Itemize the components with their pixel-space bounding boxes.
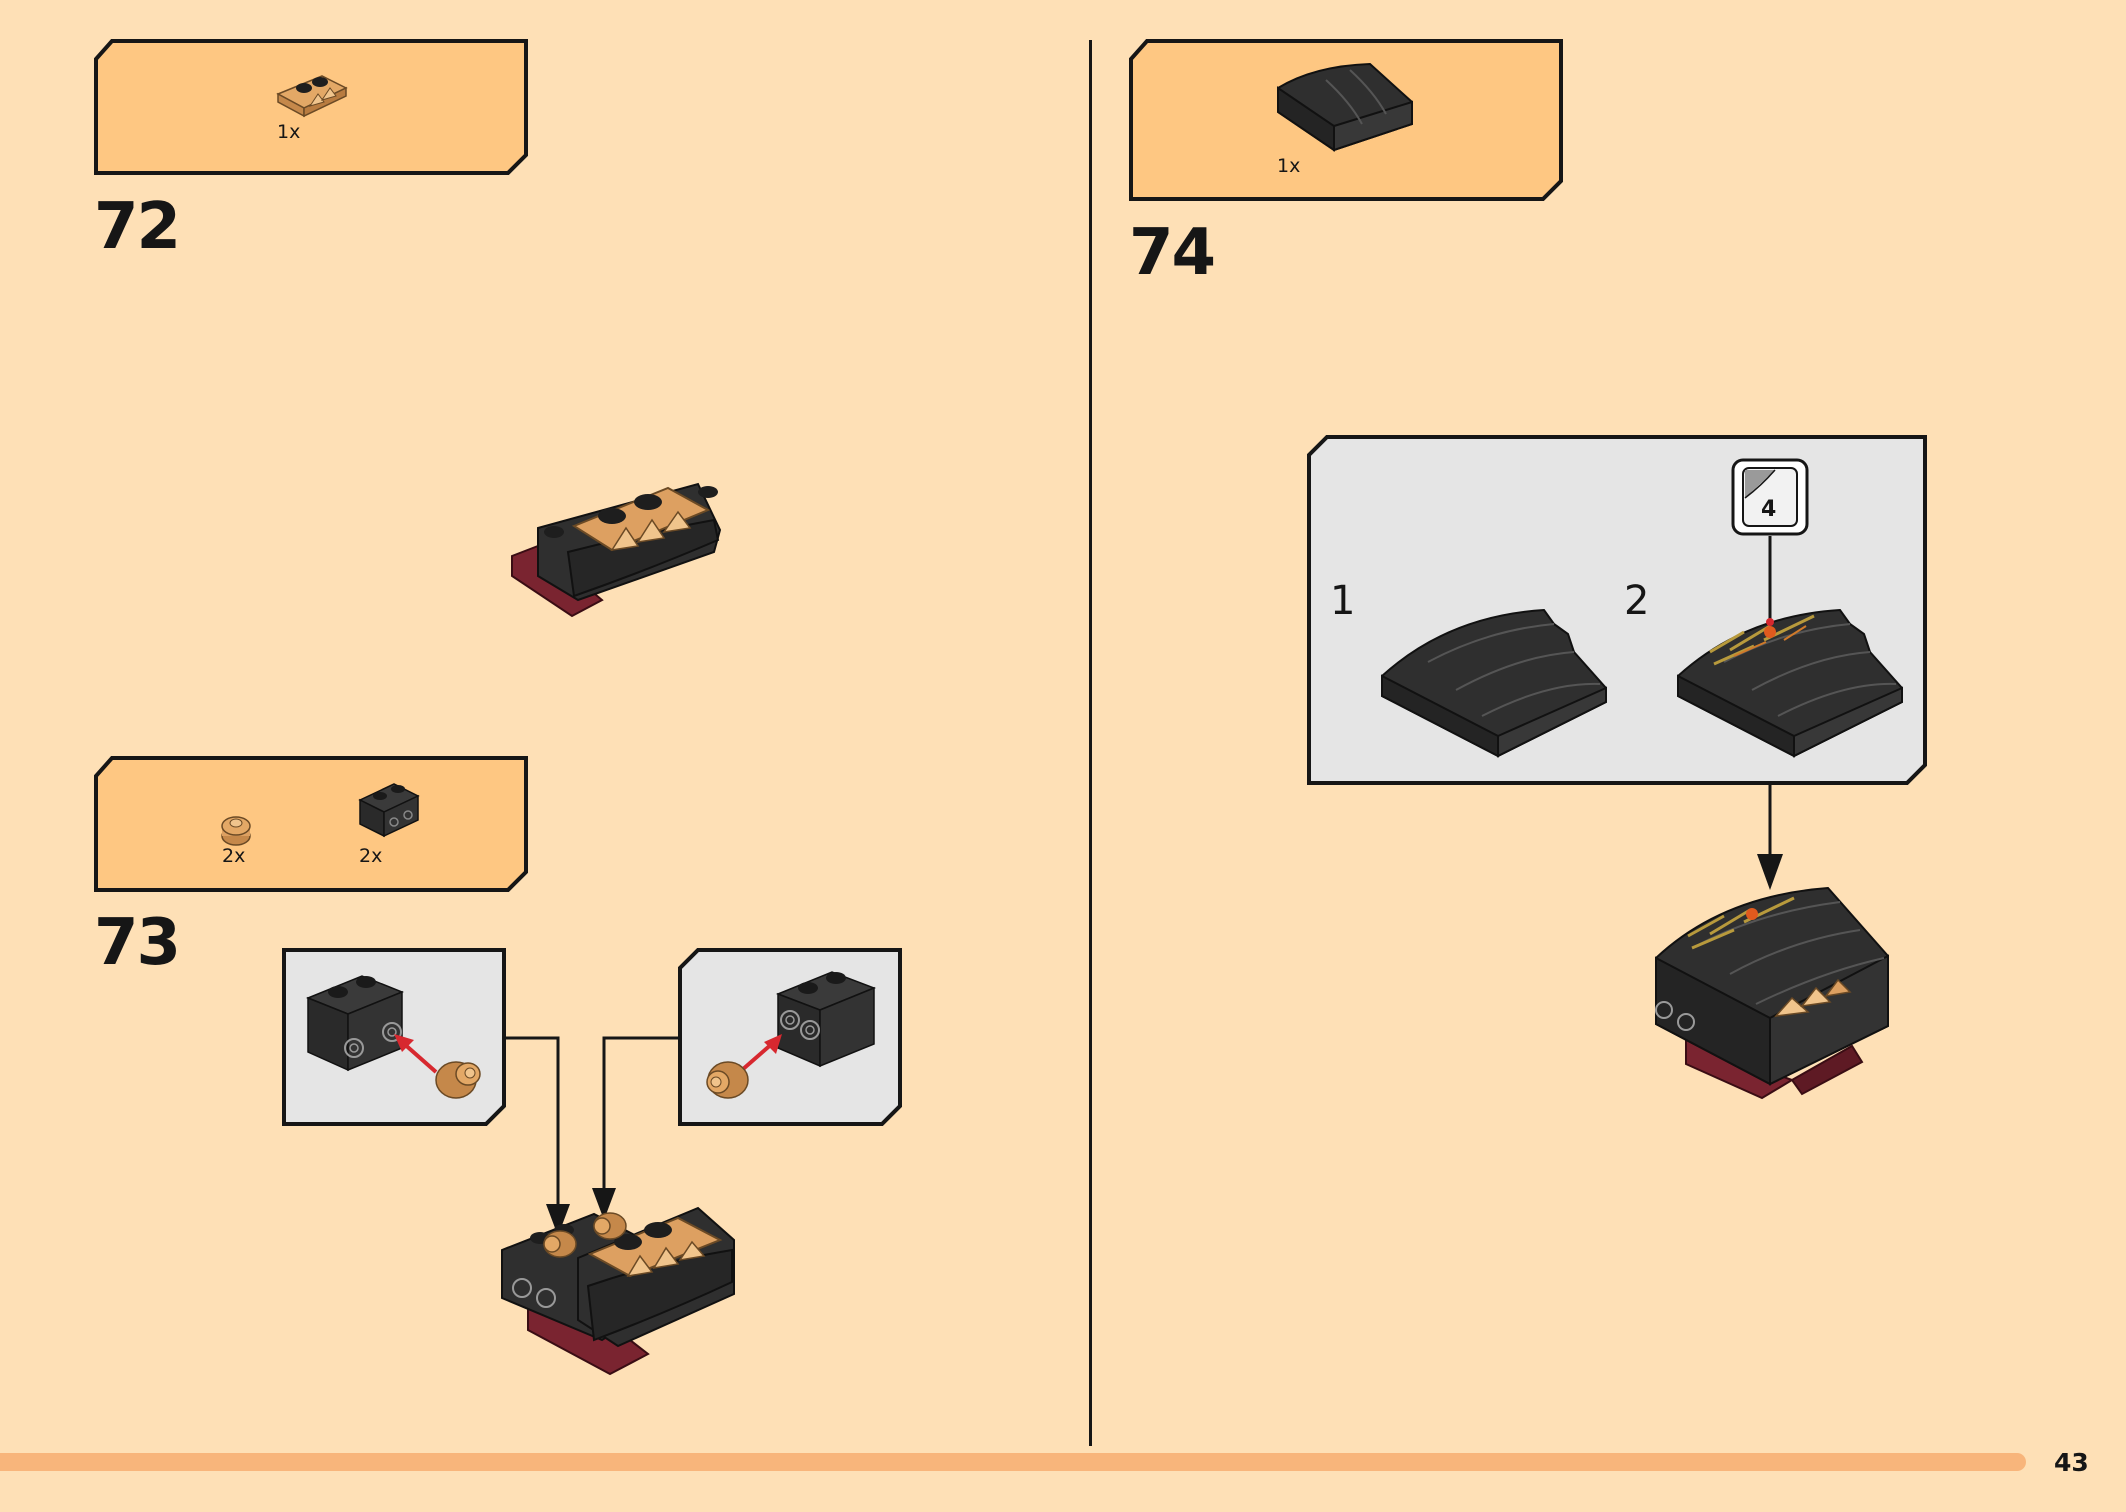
footer-progress-bar — [0, 1453, 2026, 1471]
page-number: 43 — [2054, 1448, 2089, 1477]
step-73-assembly-model — [501, 1206, 735, 1376]
substep-number-1: 1 — [1330, 578, 1356, 624]
step-73-callout-left — [282, 948, 506, 1126]
sticker-number: 4 — [1761, 497, 1777, 522]
substep-1-black-slope — [1381, 608, 1607, 758]
black-brick-part-icon — [358, 783, 420, 838]
tan-round-stud-part-icon — [221, 816, 251, 846]
column-divider — [1089, 40, 1092, 1446]
parts-list-box-step-73 — [94, 756, 528, 892]
tan-tooth-plate-part-icon — [276, 75, 348, 118]
part-qty-step-74: 1x — [1277, 155, 1301, 177]
part-qty-step-72: 1x — [277, 121, 301, 143]
black-curved-slope-part-icon — [1277, 62, 1413, 152]
sticker-badge — [1731, 458, 1809, 536]
step-74-assembly-model — [1655, 886, 1889, 1100]
step-number-74: 74 — [1129, 216, 1216, 290]
step-73-callout-right — [678, 948, 902, 1126]
step-number-72: 72 — [94, 190, 181, 264]
part-qty-round-stud: 2x — [222, 845, 246, 867]
step-number-73: 73 — [94, 906, 181, 980]
part-qty-black-brick: 2x — [359, 845, 383, 867]
step-72-assembly-model — [511, 482, 722, 618]
substep-2-black-slope-with-sticker — [1677, 608, 1903, 758]
substep-number-2: 2 — [1624, 578, 1650, 624]
